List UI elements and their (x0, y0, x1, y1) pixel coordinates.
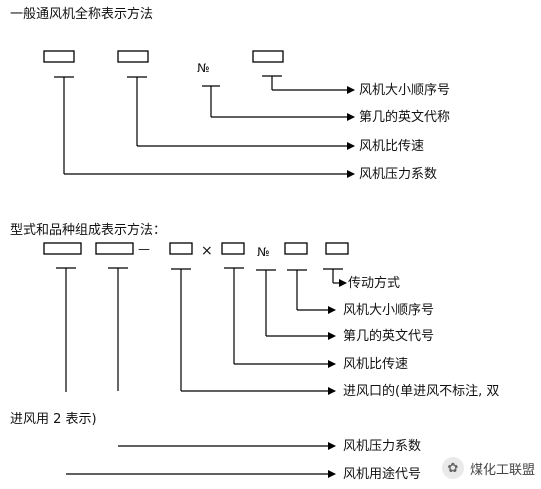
code-box-e (284, 242, 308, 255)
label-size-number-2: 风机大小顺序号 (343, 303, 435, 318)
times-symbol: × (201, 243, 213, 259)
section1-connectors (54, 75, 355, 178)
code-box-a (43, 242, 82, 255)
label-usage-code: 风机用途代号 (343, 467, 422, 482)
label-drive-mode: 传动方式 (348, 276, 401, 291)
dash-symbol: — (138, 242, 150, 256)
label-pressure-coefficient: 风机压力系数 (359, 167, 438, 182)
code-box-b (95, 242, 134, 255)
wechat-icon: ✿ (441, 457, 464, 479)
section2-boxes (43, 242, 349, 255)
code-box-1 (43, 50, 75, 63)
label-specific-speed-2: 风机比传速 (343, 357, 409, 372)
label-english-code-2: 第几的英文代号 (343, 329, 435, 344)
code-box-c (169, 242, 193, 255)
section1-boxes (43, 50, 284, 63)
section2-connectors (56, 267, 347, 478)
code-box-2 (117, 50, 149, 63)
label-pressure-coefficient-2: 风机压力系数 (343, 439, 422, 454)
label-size-number: 风机大小顺序号 (359, 83, 451, 98)
code-box-d (221, 242, 245, 255)
section1-title: 一般通风机全称表示方法 (10, 7, 154, 22)
code-box-f (325, 242, 349, 255)
section2-title: 型式和品种组成表示方法： (10, 223, 167, 238)
number-sign-symbol: № (197, 61, 210, 75)
watermark-text: 煤化工联盟 (469, 462, 535, 478)
label-inlet: 进风口的(单进风不标注, 双 (343, 384, 500, 399)
label-english-code: 第几的英文代称 (359, 110, 451, 125)
label-inlet-continuation: 进风用 2 表示) (10, 412, 97, 427)
code-box-3 (252, 50, 284, 63)
number-sign-symbol-2: № (257, 245, 270, 259)
label-specific-speed: 风机比传速 (359, 139, 425, 154)
watermark: ✿ 煤化工联盟 (441, 457, 535, 479)
